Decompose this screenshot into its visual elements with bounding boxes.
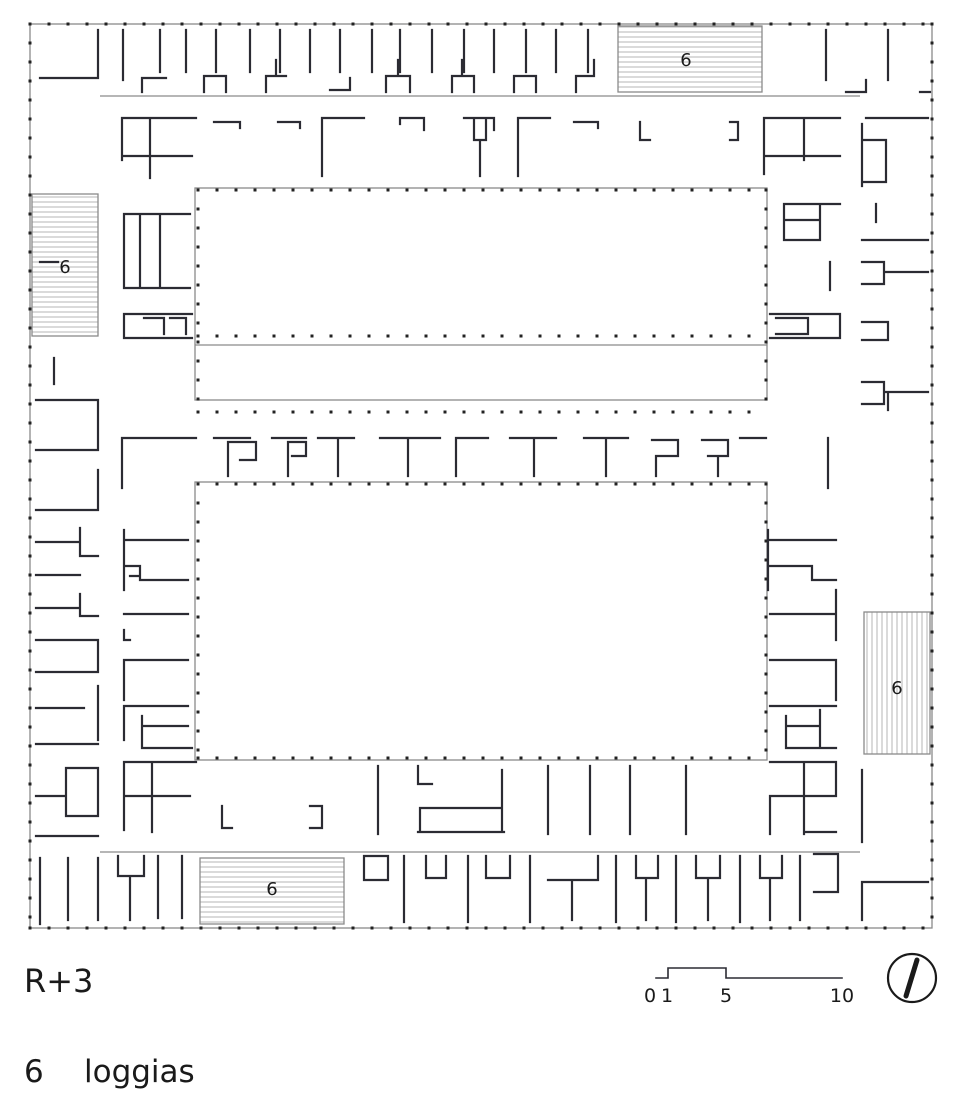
- plan-outlines: [29, 23, 933, 929]
- loggia-tag-left: 6: [59, 257, 70, 278]
- level-label: R+3: [24, 962, 94, 1000]
- loggia-left: 6: [31, 193, 99, 337]
- loggia-bottom: 6: [199, 857, 345, 925]
- scale-tick-5: 5: [720, 985, 732, 1007]
- scale-tick-0: 0: [644, 985, 656, 1007]
- legend-number: 6: [24, 1054, 44, 1090]
- loggia-top: 6: [617, 25, 763, 93]
- walls: [34, 28, 932, 926]
- scale-bar: 0 1 5 10: [644, 967, 854, 1007]
- scale-tick-1: 1: [661, 985, 673, 1007]
- structural-posts: [28, 22, 934, 930]
- north-arrow-icon: [886, 952, 938, 1004]
- loggia-tag-top: 6: [680, 50, 691, 71]
- legend: 6 loggias: [24, 1054, 195, 1090]
- legend-label: loggias: [84, 1054, 195, 1090]
- loggia-right: 6: [863, 611, 931, 755]
- scale-tick-10: 10: [830, 985, 854, 1007]
- loggia-tag-bottom: 6: [266, 879, 277, 900]
- loggia-tag-right: 6: [891, 678, 902, 699]
